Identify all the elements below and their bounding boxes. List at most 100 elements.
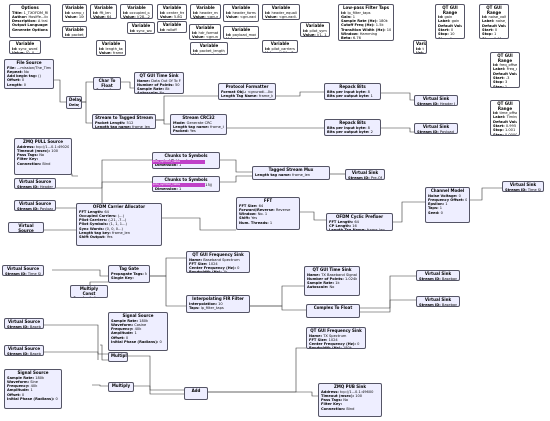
output-port[interactable] [329, 171, 330, 175]
input-port[interactable] [252, 170, 253, 174]
input-port[interactable] [218, 93, 219, 97]
complex-to-float-block[interactable]: Complex To Float [306, 304, 360, 318]
input-port[interactable] [93, 82, 94, 86]
output-port[interactable] [149, 274, 150, 278]
output-port[interactable] [380, 90, 381, 94]
input-port[interactable] [304, 279, 305, 283]
output-port[interactable] [249, 302, 250, 306]
char-to-float-block[interactable]: Char To FloatScale: 1 [93, 77, 121, 90]
output-port[interactable] [207, 392, 208, 396]
output-port[interactable] [161, 214, 162, 218]
multiply-1-block[interactable]: Multiply [108, 352, 128, 362]
input-port[interactable] [324, 90, 325, 94]
output-port[interactable] [380, 126, 381, 130]
input-port[interactable] [66, 101, 67, 105]
multiply-const-block[interactable]: Multiply ConstConstant: 1 [70, 285, 108, 298]
add-block[interactable]: Add [184, 387, 208, 400]
output-port[interactable] [120, 82, 121, 86]
input-port[interactable] [326, 218, 327, 222]
output-port[interactable] [359, 307, 360, 311]
input-port[interactable] [306, 308, 307, 312]
input-port[interactable] [414, 127, 415, 131]
output-port[interactable] [43, 226, 44, 230]
input-port[interactable] [416, 274, 417, 278]
input-port[interactable] [108, 274, 109, 278]
output-port[interactable] [219, 182, 220, 186]
output-port[interactable] [226, 124, 227, 128]
output-port[interactable] [127, 355, 128, 359]
input-port[interactable] [502, 185, 503, 189]
delay-block[interactable]: DelayDelay: 0 [66, 96, 82, 109]
input-port[interactable] [345, 173, 346, 177]
input-port[interactable] [108, 357, 109, 361]
output-port[interactable] [275, 90, 276, 94]
output-port[interactable] [155, 118, 156, 122]
output-port[interactable] [167, 341, 168, 345]
input-port[interactable] [324, 126, 325, 130]
output-port[interactable] [81, 101, 82, 105]
input-port[interactable] [184, 394, 185, 398]
output-port[interactable] [299, 212, 300, 216]
output-port[interactable] [133, 385, 134, 389]
input-port[interactable] [108, 387, 109, 391]
output-port[interactable] [43, 349, 44, 353]
input-port[interactable] [236, 212, 237, 216]
output-port[interactable] [219, 159, 220, 163]
output-port[interactable] [55, 204, 56, 208]
input-port[interactable] [76, 223, 77, 227]
output-port[interactable] [359, 311, 360, 315]
multiply-2-block[interactable]: Multiply [108, 382, 134, 392]
input-port[interactable] [134, 85, 135, 89]
input-port[interactable] [170, 123, 171, 127]
input-port[interactable] [184, 389, 185, 393]
output-port[interactable] [53, 75, 54, 79]
